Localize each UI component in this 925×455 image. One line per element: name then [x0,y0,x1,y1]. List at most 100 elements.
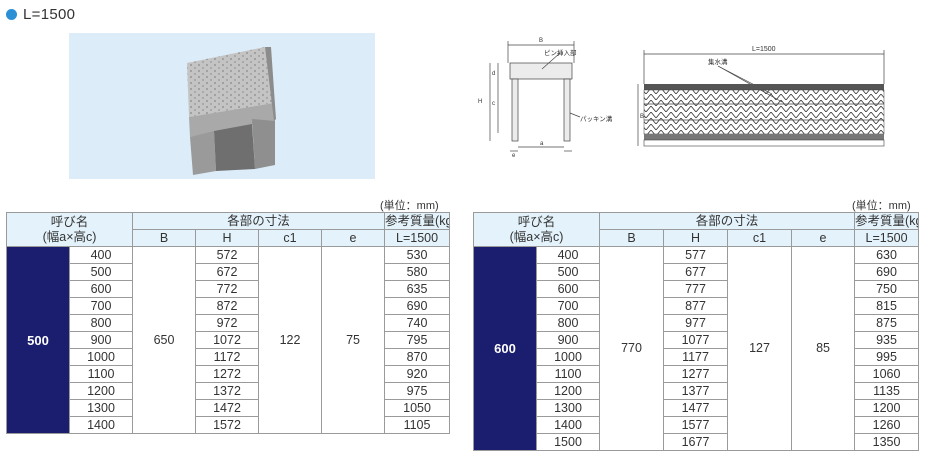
mass-cell: 1260 [854,416,920,434]
dim-H-cell: 1072 [195,331,260,349]
mass-cell: 995 [854,348,920,366]
height-c-cell: 400 [535,246,601,264]
header-col-H: H [195,229,260,247]
dim-H-cell: 777 [663,280,729,298]
height-c-cell: 800 [535,314,601,332]
spec-table-500: 呼び名(幅a×高c) 各部の寸法 参考質量(kg) B H c1 e L=150… [5,212,451,434]
label-e: e [512,153,516,158]
table-row: 1300 1472 1050 [7,399,451,417]
dim-B-cell: 650 [132,246,197,434]
bullet-dot-icon [6,8,17,20]
dim-H-cell: 1272 [195,365,260,383]
product-photo [69,33,375,179]
height-c-cell: 1200 [68,382,134,400]
mass-cell: 630 [854,246,920,264]
height-c-cell: 1200 [535,382,601,400]
mass-cell: 690 [384,297,451,315]
header-mass: 参考質量(kg) [854,212,920,230]
header-dims: 各部の寸法 [132,212,386,230]
dim-H-cell: 877 [663,297,729,315]
dim-H-cell: 1572 [195,416,260,434]
mass-cell: 975 [384,382,451,400]
mass-cell: 870 [384,348,451,366]
header-dims: 各部の寸法 [599,212,856,230]
header-col-B: B [599,229,665,247]
dim-H-cell: 1372 [195,382,260,400]
nominal-width-cell: 600 [473,246,537,451]
height-c-cell: 1000 [68,348,134,366]
mass-cell: 920 [384,365,451,383]
mass-cell: 635 [384,280,451,298]
height-c-cell: 500 [535,263,601,281]
height-c-cell: 700 [68,297,134,315]
dim-H-cell: 1277 [663,365,729,383]
dim-H-cell: 1577 [663,416,729,434]
section-heading: L=1500 [6,4,75,24]
label-drain: 集水溝 [708,57,728,66]
label-length: L=1500 [752,46,776,53]
dim-H-cell: 1477 [663,399,729,417]
dim-H-cell: 1377 [663,382,729,400]
dim-c1-cell: 127 [727,246,793,451]
dim-H-cell: 772 [195,280,260,298]
header-name: 呼び名(幅a×高c) [472,212,601,247]
mass-cell: 1105 [384,416,451,434]
height-c-cell: 900 [535,331,601,349]
header-mass: 参考質量(kg) [384,212,451,230]
mass-cell: 1350 [854,433,920,451]
mass-cell: 1050 [384,399,451,417]
height-c-cell: 1300 [68,399,134,417]
table-row: 500 672 580 [7,263,451,281]
mass-cell: 690 [854,263,920,281]
dim-H-cell: 1677 [663,433,729,451]
section-title: L=1500 [23,5,76,23]
header-col-e: e [321,229,386,247]
height-c-cell: 800 [68,314,134,332]
height-c-cell: 1500 [535,433,601,451]
height-c-cell: 1300 [535,399,601,417]
height-c-cell: 900 [68,331,134,349]
mass-cell: 740 [384,314,451,332]
header-col-H: H [663,229,729,247]
plan-view-drawing: L=1500 集水溝 B [637,46,885,147]
dim-H-cell: 577 [663,246,729,264]
header-col-B: B [132,229,197,247]
header-name: 呼び名(幅a×高c) [5,212,134,247]
mass-cell: 935 [854,331,920,349]
dim-H-cell: 1172 [195,348,260,366]
table-row: 600 772 635 [7,280,451,298]
dim-c1-cell: 122 [258,246,323,434]
height-c-cell: 1400 [535,416,601,434]
height-c-cell: 500 [68,263,134,281]
header-mass-L: L=1500 [384,229,451,247]
dim-H-cell: 1472 [195,399,260,417]
dim-H-cell: 677 [663,263,729,281]
mass-cell: 580 [384,263,451,281]
mass-cell: 750 [854,280,920,298]
mass-cell: 875 [854,314,920,332]
table-row: 1500 1677 1350 [474,433,920,451]
height-c-cell: 600 [68,280,134,298]
dim-H-cell: 872 [195,297,260,315]
header-col-c1: c1 [727,229,793,247]
height-c-cell: 1100 [535,365,601,383]
table-row: 700 872 690 [7,297,451,315]
label-d: d [492,71,495,77]
dim-H-cell: 672 [195,263,260,281]
label-H: H [478,99,482,105]
unit-label: (単位：mm) [852,200,911,212]
cross-section-drawing: B ピン挿入部 パッキン溝 d c H e a [478,38,613,158]
spec-table-600: 呼び名(幅a×高c) 各部の寸法 参考質量(kg) B H c1 e L=150… [472,212,920,451]
height-c-cell: 700 [535,297,601,315]
dim-e-cell: 75 [321,246,386,434]
height-c-cell: 400 [68,246,134,264]
